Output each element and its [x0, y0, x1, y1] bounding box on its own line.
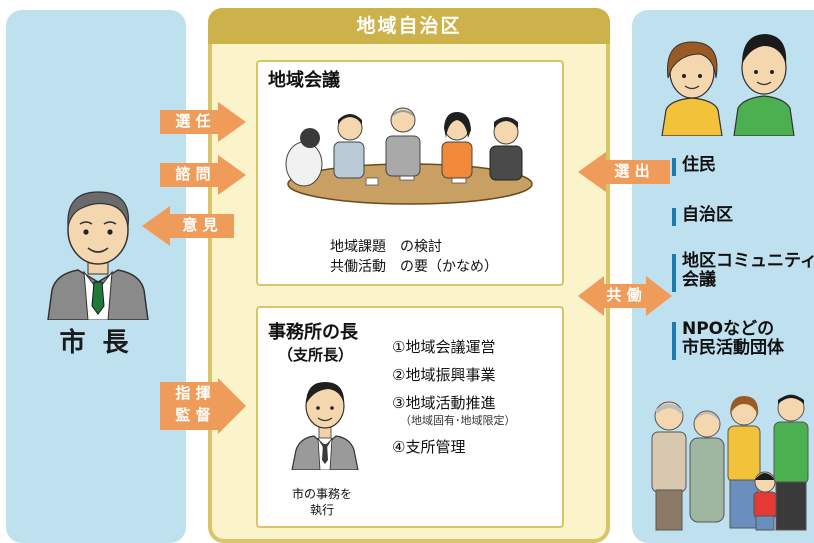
org-npo-label-line1: NPOなどの	[682, 319, 775, 339]
consult-arrow	[160, 155, 246, 195]
council-line2: 共働活動 の要（かなめ）	[330, 259, 498, 275]
org-residents-bar	[672, 158, 676, 176]
residents-illustration	[661, 34, 795, 136]
left-panel	[6, 10, 186, 543]
duty-3-note: （地域固有･地域限定）	[400, 414, 516, 427]
council-line1: 地域課題 の検討	[330, 239, 442, 255]
org-npo-bar	[672, 322, 676, 360]
office-title: 事務所の長	[268, 322, 358, 343]
cooperate-arrow	[578, 276, 672, 316]
duty-4: ④支所管理	[392, 438, 466, 456]
family-illustration	[651, 394, 809, 531]
elect-label: 選 出	[614, 162, 650, 180]
office-box	[256, 306, 564, 528]
org-community-council: 地区コミュニティ 会議	[672, 251, 814, 292]
direct-label: 指 揮	[175, 384, 211, 402]
district-title: 地域自治区	[208, 8, 610, 44]
org-self-governing-district: 自治区	[672, 205, 733, 226]
duty-3: ③地域活動推進	[392, 394, 496, 412]
org-district-label: 自治区	[682, 205, 733, 225]
mayor-title: 市 長	[59, 328, 133, 358]
office-subtitle: （支所長）	[278, 346, 354, 364]
cooperate-label: 共 働	[606, 286, 642, 304]
org-npo-label-line2: 市民活動団体	[682, 338, 784, 358]
org-community-label-line1: 地区コミュニティ	[682, 251, 814, 271]
org-residents-label: 住民	[682, 155, 716, 175]
council-title: 地域会議	[268, 70, 340, 91]
duty-1: ①地域会議運営	[392, 338, 496, 356]
elect-arrow	[578, 152, 670, 192]
org-npo: NPOなどの 市民活動団体	[672, 319, 784, 360]
meeting-illustration	[285, 107, 533, 205]
consult-label: 諮 問	[175, 165, 211, 183]
org-residents: 住民	[672, 155, 716, 176]
direct-supervise-arrow	[160, 378, 246, 434]
appoint-arrow	[160, 102, 246, 142]
opinion-label: 意 見	[182, 216, 218, 234]
opinion-arrow	[142, 206, 234, 246]
appoint-label: 選 任	[175, 112, 211, 130]
duty-2: ②地域振興事業	[392, 366, 496, 384]
org-community-bar	[672, 254, 676, 292]
supervise-label: 監 督	[175, 406, 211, 424]
org-community-label-line2: 会議	[682, 270, 716, 290]
office-caption-line2: 執行	[309, 503, 334, 517]
office-caption: 市の事務を 執行	[272, 486, 372, 518]
mayor-illustration	[47, 191, 149, 320]
direct-supervise-label: 指 揮 監 督	[168, 382, 218, 426]
org-district-bar	[672, 208, 676, 226]
office-caption-line1: 市の事務を	[291, 487, 352, 501]
branch-head-illustration	[291, 382, 359, 470]
